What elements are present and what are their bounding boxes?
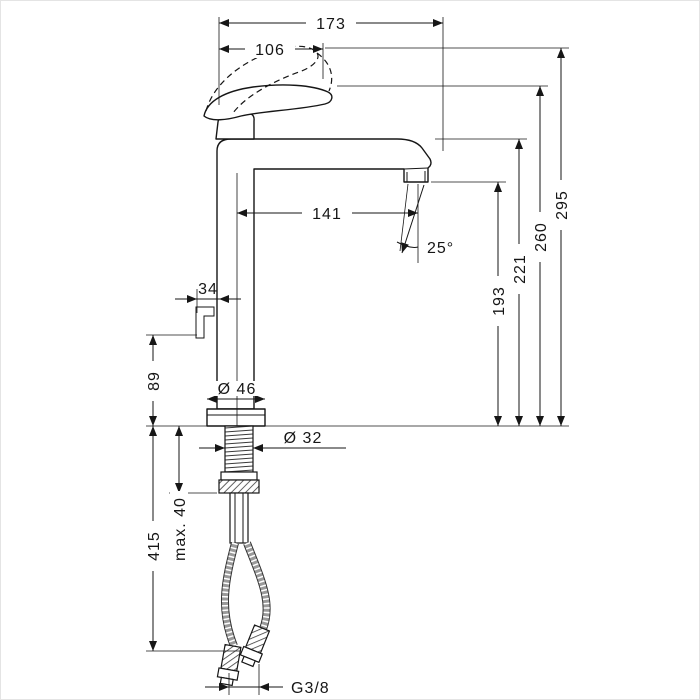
flexible-hoses — [216, 541, 271, 687]
extension-lines — [146, 17, 569, 695]
dim-label-173: 173 — [316, 16, 346, 33]
dim-label-34: 34 — [198, 281, 218, 298]
dim-base-diameter: Ø 46 — [207, 381, 265, 403]
mounting-hardware — [218, 425, 260, 544]
aerator-edge — [403, 167, 429, 170]
dim-label-25deg: 25° — [427, 240, 454, 257]
dim-label-141: 141 — [312, 206, 342, 223]
dim-body-top-height: 260 — [531, 86, 550, 426]
dim-label-415: 415 — [146, 531, 163, 561]
dim-label-max40: max. 40 — [172, 497, 189, 561]
dim-spout-angle: 25° — [396, 240, 454, 257]
rear-detail — [195, 306, 215, 339]
dim-label-d32: Ø 32 — [284, 430, 323, 447]
dim-total-projection: 173 — [219, 14, 443, 33]
mounting-nut — [218, 479, 260, 494]
dim-label-193: 193 — [491, 286, 508, 316]
water-stream — [399, 183, 425, 254]
faucet-body — [216, 138, 432, 410]
dim-label-d46: Ø 46 — [218, 381, 257, 398]
hose-fitting — [239, 624, 271, 668]
threaded-shank — [224, 425, 254, 473]
dim-label-221: 221 — [512, 254, 529, 284]
dim-max-handle-height: 295 — [552, 48, 571, 426]
dim-aerator-height: 193 — [489, 182, 508, 426]
dim-label-g38: G3/8 — [291, 680, 330, 697]
dim-hose-length: 415 — [144, 426, 163, 651]
dim-handle-rear-offset: 34 — [175, 281, 241, 303]
base-escutcheon — [206, 408, 266, 427]
dim-shank-diameter: Ø 32 — [199, 430, 346, 452]
dim-max-mount-thickness: max. 40 — [170, 426, 189, 567]
handle-lever-raised — [205, 45, 319, 114]
faucet-outline — [195, 45, 432, 427]
handle-lever — [203, 84, 333, 121]
hose-fitting — [216, 643, 242, 687]
handle-swing-arc — [316, 52, 333, 92]
dim-spout-reach: 141 — [237, 204, 418, 223]
dim-label-260: 260 — [533, 222, 550, 252]
dim-handle-projection: 106 — [219, 40, 323, 59]
dim-body-rear-height: 89 — [144, 335, 163, 426]
tailpiece — [229, 492, 249, 544]
dim-label-106: 106 — [255, 42, 285, 59]
washer — [220, 471, 258, 481]
dim-label-295: 295 — [554, 190, 571, 220]
dim-spout-top-height: 221 — [510, 139, 529, 426]
dim-connection-thread: G3/8 — [205, 680, 330, 697]
dim-label-89: 89 — [146, 371, 163, 391]
